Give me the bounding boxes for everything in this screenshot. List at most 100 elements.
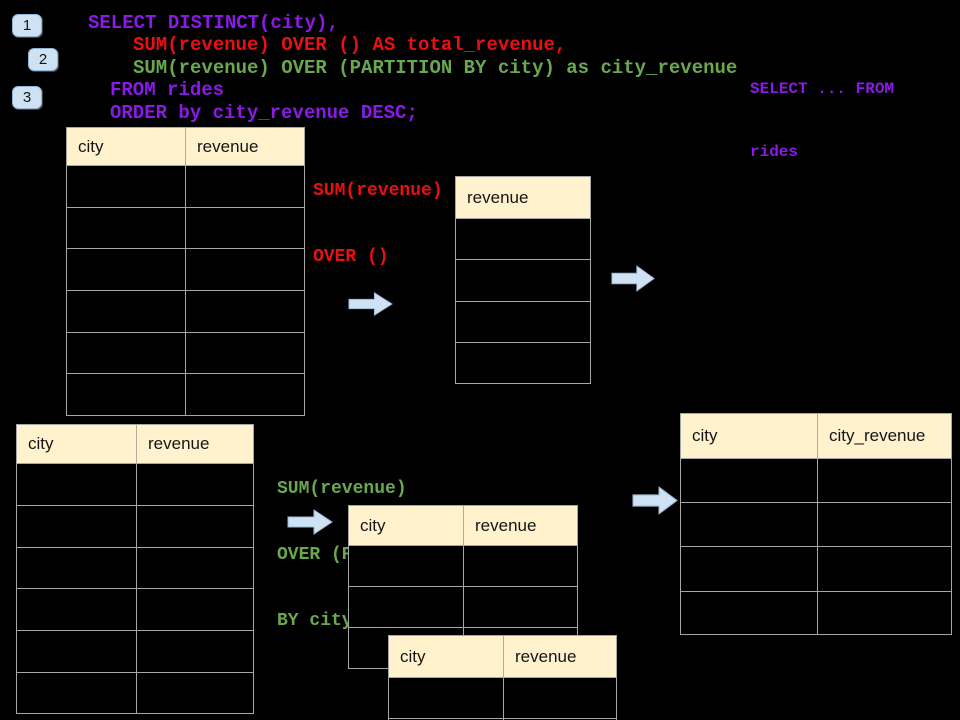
table-cell: [456, 343, 590, 383]
sql-partition-line: SUM(revenue) OVER (PARTITION BY city) as…: [133, 57, 738, 79]
step-badge-3: 3: [12, 86, 42, 109]
total-annotation: SUM(revenue) OVER (): [313, 136, 443, 312]
table-cell: [349, 546, 464, 586]
table-total-revenue: revenue: [455, 176, 591, 384]
table-cell: [67, 166, 186, 207]
table-cell: [681, 591, 818, 634]
table-cell: [504, 678, 616, 718]
table-cell: [681, 547, 818, 591]
table-row: [67, 291, 304, 333]
table-cell: [456, 302, 590, 342]
table-row: [17, 547, 253, 590]
arrow-right-icon: [611, 265, 655, 292]
table-cell: [17, 505, 137, 547]
table-cell: [137, 673, 253, 713]
table-row: [67, 249, 304, 292]
table-row: [67, 207, 304, 250]
column-header-city: city: [349, 506, 464, 545]
total-annotation-line1: SUM(revenue): [313, 181, 443, 201]
table-cell: [186, 333, 304, 374]
table-row: [681, 503, 951, 548]
table-cell: [137, 589, 253, 630]
table-cell: [137, 631, 253, 672]
table-source-bottom: city revenue: [16, 424, 254, 714]
column-header-revenue: revenue: [467, 187, 529, 207]
table-cell: [17, 547, 137, 589]
table-row: [67, 374, 304, 415]
sql-total-line: SUM(revenue) OVER () AS total_revenue,: [133, 34, 567, 56]
table-row: [17, 672, 253, 713]
table-row: [67, 332, 304, 375]
column-header-revenue: revenue: [475, 515, 537, 535]
table-cell: [17, 672, 137, 713]
column-header-city: city: [67, 128, 186, 165]
arrow-right-icon: [348, 292, 393, 316]
sql-order-line: ORDER by city_revenue DESC;: [110, 102, 418, 124]
table-cell: [67, 249, 186, 291]
total-annotation-line2: OVER (): [313, 247, 389, 267]
table-header-row: city revenue: [17, 425, 253, 464]
table-row: [349, 587, 577, 628]
from-rides-note-line2: rides: [750, 143, 799, 161]
from-rides-note: SELECT ... FROM rides: [750, 37, 894, 205]
table-header-row: city revenue: [349, 506, 577, 546]
table-cell: [137, 464, 253, 505]
table-header-row: revenue: [456, 177, 590, 219]
column-header-city: city: [389, 636, 504, 677]
partition-annotation-line1: SUM(revenue): [277, 479, 407, 499]
table-cell: [389, 678, 504, 718]
table-row: [17, 589, 253, 632]
column-header-revenue: revenue: [148, 434, 210, 453]
table-row: [17, 464, 253, 506]
table-row: [17, 505, 253, 548]
column-header-revenue: revenue: [197, 136, 259, 156]
table-row: [389, 678, 616, 719]
table-header-row: city revenue: [389, 636, 616, 678]
table-cell: [137, 548, 253, 589]
table-cell: [681, 503, 818, 547]
sql-from-line: FROM rides: [110, 79, 225, 101]
table-cell: [818, 592, 951, 634]
table-row: [456, 342, 590, 383]
sql-select-line: SELECT DISTINCT(city),: [88, 12, 339, 34]
table-cell: [464, 587, 577, 627]
table-cell: [818, 503, 951, 546]
table-row: [456, 219, 590, 261]
table-row: [681, 547, 951, 592]
table-cell: [456, 260, 590, 300]
table-cell: [186, 208, 304, 249]
column-header-city: city: [17, 425, 137, 463]
table-cell: [67, 291, 186, 332]
table-cell: [186, 249, 304, 290]
table-cell: [681, 459, 818, 503]
table-cell: [464, 546, 577, 586]
table-cell: [137, 506, 253, 547]
arrow-right-icon: [287, 509, 333, 535]
table-row: [681, 459, 951, 504]
table-header-row: city revenue: [67, 128, 304, 166]
from-rides-note-line1: SELECT ... FROM: [750, 80, 895, 98]
column-header-city: city: [681, 414, 818, 458]
table-cell: [67, 207, 186, 249]
table-cell: [17, 589, 137, 631]
table-header-row: city city_revenue: [681, 414, 951, 459]
table-row: [456, 260, 590, 302]
table-cell: [186, 374, 304, 415]
table-city-revenue-result: city city_revenue: [680, 413, 952, 635]
column-header-city-revenue: city_revenue: [829, 426, 926, 445]
table-partition-overlay: city revenue: [388, 635, 617, 720]
column-header-revenue: revenue: [515, 646, 577, 666]
table-cell: [17, 464, 137, 505]
arrow-right-icon: [632, 486, 678, 515]
table-cell: [818, 459, 951, 502]
table-cell: [186, 291, 304, 332]
table-row: [17, 631, 253, 673]
table-row: [349, 546, 577, 587]
table-row: [67, 166, 304, 208]
table-cell: [186, 166, 304, 207]
table-row: [456, 301, 590, 343]
table-cell: [17, 631, 137, 672]
table-cell: [67, 374, 186, 415]
table-source-top: city revenue: [66, 127, 305, 416]
table-cell: [456, 219, 590, 259]
